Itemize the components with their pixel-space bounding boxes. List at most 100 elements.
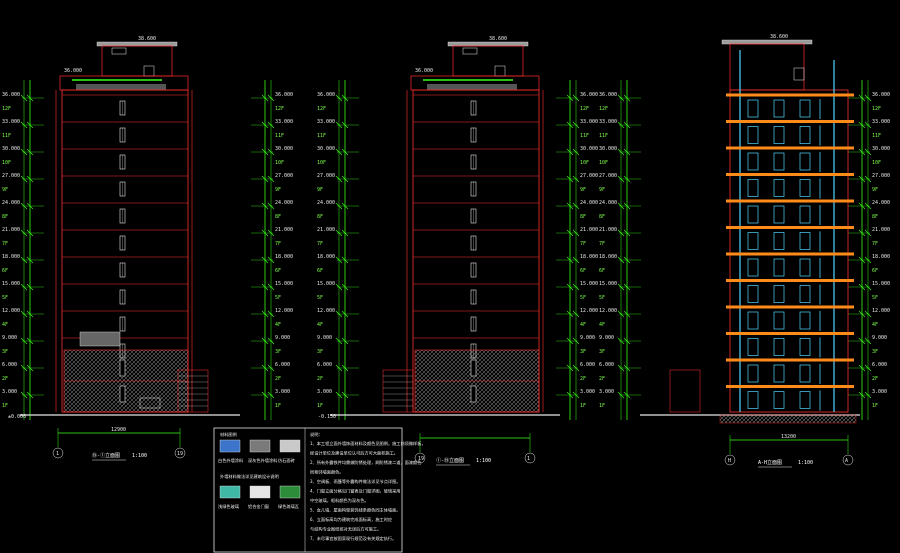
penthouse-door	[793, 67, 805, 81]
stair-penthouse	[452, 45, 524, 77]
building-outline	[729, 89, 849, 413]
level-elevation-text: 36.000	[317, 92, 335, 98]
floor-tag-text: 5F	[580, 295, 586, 301]
level-elevation-text: 3.000	[317, 389, 332, 395]
glass-window	[799, 364, 811, 383]
level-elevation-text: 33.000	[580, 119, 598, 125]
level-elevation-text: 3.000	[2, 389, 17, 395]
level-elevation-text: 15.000	[275, 281, 293, 287]
base-window	[470, 359, 477, 377]
axis-bubble	[174, 447, 186, 459]
penthouse-door	[494, 65, 506, 77]
axis-label: 1	[56, 451, 59, 457]
floor-tag-text: 2F	[599, 376, 605, 382]
legend-swatch-label: 铝合金门窗	[248, 503, 269, 510]
floor-tag-text: 10F	[2, 160, 11, 166]
level-elevation-text: 21.000	[580, 227, 598, 233]
level-elevation-text: 30.000	[580, 146, 598, 152]
floor-tag-text: 3F	[317, 349, 323, 355]
level-elevation-text: 18.000	[599, 254, 617, 260]
floor-tag-text: 11F	[872, 133, 881, 139]
floor-tag-text: 10F	[317, 160, 326, 166]
level-elevation-text: 3.000	[599, 389, 614, 395]
floor-tag-text: 12F	[872, 106, 881, 112]
legend-swatch	[279, 485, 301, 499]
floor-tag-text: 12F	[580, 106, 589, 112]
level-elevation-text: 33.000	[2, 119, 20, 125]
floor-tag-text: 4F	[317, 322, 323, 328]
legend-swatch	[279, 439, 301, 453]
level-elevation-text: 6.000	[2, 362, 17, 368]
glass-window	[799, 338, 811, 356]
elevation-view-2: 36.00012F33.00011F30.00010F27.0009F24.00…	[317, 36, 598, 466]
floor-tag-text: 12F	[317, 106, 326, 112]
legend-frame	[213, 427, 403, 553]
floor-tag-text: 8F	[580, 214, 586, 220]
outdoor-elevation-text: -0.150	[318, 414, 336, 420]
floor-tag-text: 1F	[2, 403, 8, 409]
ground-door	[139, 397, 161, 409]
level-elevation-text: 36.000	[872, 92, 890, 98]
view-scale: 1:100	[798, 460, 813, 466]
level-elevation-text: 3.000	[872, 389, 887, 395]
parapet-dark-band	[427, 84, 517, 90]
elevation-view-1: 36.00012F33.00011F30.00010F27.0009F24.00…	[2, 36, 293, 461]
view-scale: 1:100	[132, 453, 147, 459]
floor-tag-text: 8F	[2, 214, 8, 220]
glass-window	[747, 205, 759, 224]
floor-tag-text: 11F	[275, 133, 284, 139]
glass-window	[799, 205, 811, 224]
glass-window	[799, 391, 811, 409]
ground-elevation-text: ±0.000	[8, 414, 26, 420]
axis-bubble	[52, 447, 64, 459]
floor-tag-text: 7F	[2, 241, 8, 247]
level-elevation-text: 36.000	[2, 92, 20, 98]
glass-window	[799, 232, 811, 250]
level-elevation-text: 27.000	[2, 173, 20, 179]
canopy-block	[79, 331, 121, 347]
glass-window	[773, 364, 785, 383]
level-elevation-text: 12.000	[2, 308, 20, 314]
floor-tag-text: 6F	[2, 268, 8, 274]
glass-window	[773, 126, 785, 144]
note-line: 1、本工程立面外墙饰面材料及颜色见图例，施工前须做样板，	[310, 440, 426, 447]
entrance-canopy	[669, 369, 701, 413]
floor-tag-text: 3F	[599, 349, 605, 355]
glass-window	[747, 99, 759, 118]
floor-tag-text: 2F	[275, 376, 281, 382]
level-elevation-text: 6.000	[872, 362, 887, 368]
glass-window	[799, 179, 811, 197]
floor-tag-text: 9F	[2, 187, 8, 193]
glass-window	[747, 391, 759, 409]
glass-window	[747, 232, 759, 250]
level-elevation-text: 27.000	[580, 173, 598, 179]
floor-tag-text: 2F	[580, 376, 586, 382]
entrance-stair	[382, 369, 414, 413]
floor-tag-text: 12F	[599, 106, 608, 112]
penthouse-window	[462, 47, 478, 55]
parapet-elevation-text: 36.000	[64, 68, 82, 74]
stair-penthouse	[729, 43, 805, 91]
floor-tag-text: 3F	[2, 349, 8, 355]
level-elevation-text: 30.000	[872, 146, 890, 152]
view-title: ⑲-①立面图	[92, 452, 120, 459]
floor-tag-text: 5F	[275, 295, 281, 301]
floor-tag-text: 6F	[580, 268, 586, 274]
roof-elevation-text: 38.600	[138, 36, 156, 42]
level-elevation-text: 9.000	[2, 335, 17, 341]
base-window	[119, 359, 126, 377]
glass-window	[747, 152, 759, 171]
legend-swatch-label: 白色外墙涂料	[218, 457, 244, 464]
floor-tag-text: 3F	[580, 349, 586, 355]
level-elevation-text: 18.000	[872, 254, 890, 260]
axis-bubble	[842, 454, 854, 466]
floor-tag-text: 11F	[580, 133, 589, 139]
glass-window	[773, 285, 785, 303]
floor-tag-text: 6F	[872, 268, 878, 274]
axis-label: A	[845, 458, 848, 464]
floor-tag-text: 2F	[2, 376, 8, 382]
note-line: 5、女儿墙、屋面构架装饰线条颜色同主体墙面。	[310, 507, 400, 514]
floor-tag-text: 4F	[580, 322, 586, 328]
